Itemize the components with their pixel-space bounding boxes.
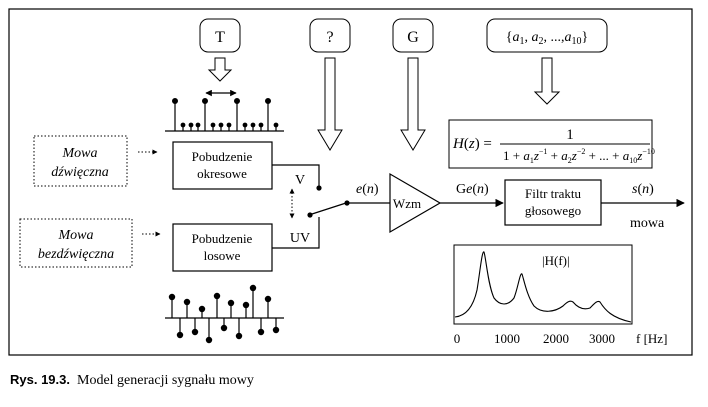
spectrum-plot: |H(f)| — [453, 244, 633, 325]
caption-label: Rys. 19.3. — [10, 372, 70, 387]
spectrum-title: |H(f)| — [542, 253, 570, 268]
gained-signal-label: Ge(n) — [456, 182, 489, 197]
periodic-excitation-block: Pobudzenie okresowe — [172, 141, 273, 190]
spectrum-curve — [454, 251, 632, 323]
excitation-signal-label: e(n) — [356, 182, 379, 197]
switch-contact-v — [316, 185, 322, 191]
figure-caption: Rys. 19.3. Model generacji sygnału mowy — [10, 372, 254, 389]
outer-frame — [8, 8, 693, 356]
svg-text:losowe: losowe — [204, 248, 241, 263]
gain-label: G — [407, 29, 419, 46]
gain-hollow-arrow — [400, 57, 426, 151]
spectrum-xtick-2000: 2000 — [543, 331, 569, 346]
amplifier-label: Wzm — [393, 196, 421, 211]
voiced-input-line2: dźwięczna — [51, 165, 109, 180]
unknown-param: ? — [309, 18, 351, 53]
impulse-train-icon — [165, 97, 284, 132]
gain-param: G — [392, 18, 434, 53]
transfer-function: H(z) = 1 1 + a1z−1 + a2z−2 + ... + a10z−… — [448, 119, 655, 169]
caption-text: Model generacji sygnału mowy — [77, 373, 254, 388]
unvoiced-input-line2: bezdźwięczna — [38, 247, 114, 262]
amplifier-block: Wzm — [389, 172, 442, 234]
svg-text:Filtr traktu: Filtr traktu — [525, 186, 581, 201]
svg-text:1: 1 — [566, 127, 574, 143]
pitch-param: T — [199, 18, 241, 53]
spectrum-xtick-1000: 1000 — [494, 331, 520, 346]
coefficients-hollow-arrow — [533, 57, 561, 105]
voiced-input: Mowa dźwięczna — [33, 135, 128, 187]
switch-arm — [311, 202, 347, 215]
output-description: mowa — [630, 216, 665, 231]
voiced-input-line1: Mowa — [62, 146, 98, 161]
svg-text:H(z) =: H(z) = — [452, 136, 492, 152]
svg-text:Pobudzenie: Pobudzenie — [192, 149, 253, 164]
svg-text:Pobudzenie: Pobudzenie — [192, 231, 253, 246]
svg-text:{a1, a2, ...,a10}: {a1, a2, ...,a10} — [506, 30, 588, 47]
switch-contact-uv — [307, 212, 313, 218]
switch-v-label: V — [295, 173, 305, 188]
unknown-hollow-arrow — [317, 57, 343, 151]
svg-text:głosowego: głosowego — [525, 203, 581, 218]
coefficients-param: {a1, a2, ...,a10} — [486, 18, 608, 53]
spectrum-xtick-0: 0 — [454, 331, 461, 346]
output-signal-label: s(n) — [632, 182, 654, 197]
spectrum-xtick-3000: 3000 — [589, 331, 615, 346]
noise-excitation-block: Pobudzenie losowe — [172, 223, 273, 272]
pitch-hollow-arrow — [207, 57, 233, 82]
svg-text:okresowe: okresowe — [197, 166, 247, 181]
switch-uv-label: UV — [290, 231, 310, 246]
random-noise-icon — [165, 284, 284, 344]
pitch-label: T — [215, 29, 225, 46]
spectrum-x-label: f [Hz] — [636, 331, 667, 346]
unvoiced-input: Mowa bezdźwięczna — [19, 218, 133, 268]
switch-pivot — [344, 200, 350, 206]
spectrum-x-ticks: 0 1000 2000 3000 — [454, 331, 615, 346]
noise-output-line — [272, 217, 320, 249]
periodic-output-line — [272, 164, 320, 186]
unknown-label: ? — [326, 29, 333, 46]
vocal-tract-filter-block: Filtr traktu głosowego — [504, 179, 602, 226]
unvoiced-input-line1: Mowa — [58, 228, 94, 243]
